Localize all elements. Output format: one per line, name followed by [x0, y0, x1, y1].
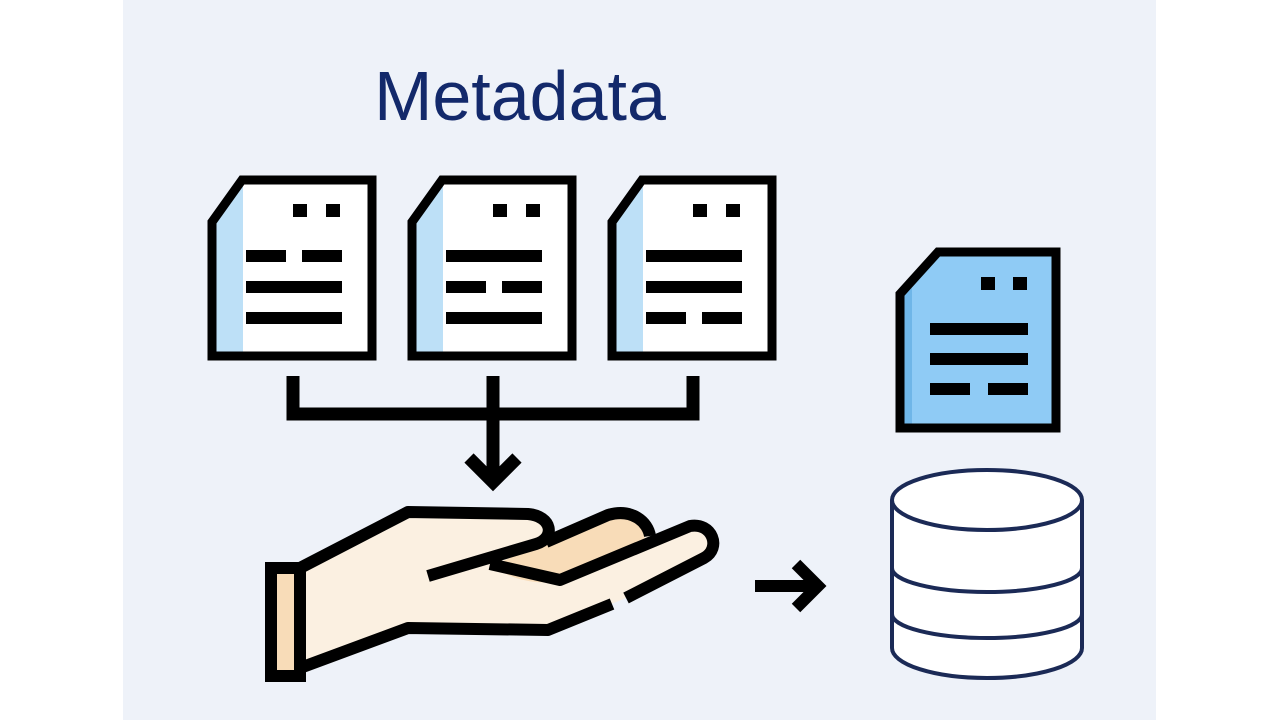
arrow-right-icon — [755, 559, 827, 613]
diagram-title: Metadata — [374, 57, 666, 135]
merge-connector — [286, 376, 700, 478]
database-icon — [890, 468, 1084, 680]
open-hand-icon — [265, 506, 720, 682]
document-icon — [407, 175, 577, 361]
document-icon — [895, 247, 1061, 433]
document-icon — [207, 175, 377, 361]
document-icon — [607, 175, 777, 361]
arrow-down-icon — [464, 453, 522, 492]
